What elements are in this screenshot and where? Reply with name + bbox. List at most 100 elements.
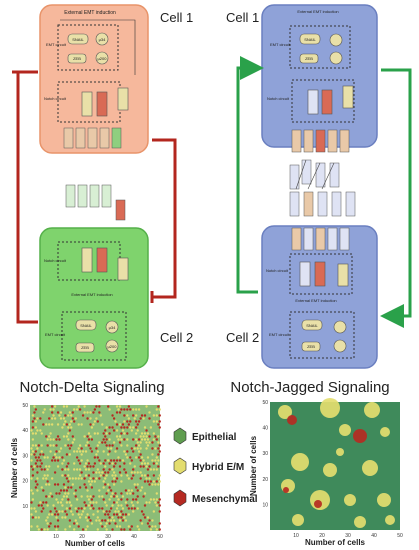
lattice-cell — [155, 468, 158, 471]
lattice-cell — [52, 414, 55, 417]
lattice-cell — [89, 477, 92, 480]
lattice-cell — [95, 453, 98, 456]
lattice-cell — [98, 405, 101, 408]
lattice-cell — [158, 426, 161, 429]
lattice-cell — [142, 435, 145, 438]
lattice-cell — [48, 423, 51, 426]
lattice-cell — [151, 483, 154, 486]
lattice-cell — [157, 459, 160, 462]
lattice-cell — [123, 450, 126, 453]
lattice-cell — [49, 510, 52, 513]
lattice-cell — [31, 438, 35, 441]
lattice-cell — [130, 525, 133, 528]
lattice-cell — [124, 501, 128, 504]
lattice-cell — [127, 405, 131, 408]
lattice-cell — [133, 417, 136, 420]
lattice-cell — [65, 465, 69, 468]
lattice-cell — [102, 438, 105, 441]
lattice-cell — [115, 507, 119, 510]
lattice-cell — [48, 525, 51, 528]
lattice-cell — [143, 462, 147, 465]
lattice-cell — [45, 477, 48, 480]
lattice-cell — [98, 459, 101, 462]
lattice-cell — [48, 465, 51, 468]
lattice-cell — [53, 483, 57, 486]
lattice-cell — [92, 471, 95, 474]
lattice-cluster — [339, 424, 351, 436]
lattice-cell — [112, 429, 116, 432]
lattice-cell — [118, 423, 122, 426]
lattice-cell — [64, 510, 67, 513]
lattice-cell — [134, 420, 138, 423]
lattice-cell — [139, 459, 142, 462]
lattice-cell — [155, 414, 158, 417]
lattice-cell — [92, 477, 95, 480]
lattice-cell — [132, 408, 135, 411]
lattice-cell — [107, 483, 110, 486]
lattice-cell — [81, 510, 85, 513]
lattice-cell — [118, 525, 122, 528]
lattice-cell — [158, 498, 161, 501]
lattice-cell — [46, 504, 49, 507]
lattice-cell — [137, 456, 141, 459]
lattice-cell — [31, 498, 35, 501]
lattice-cell — [83, 483, 86, 486]
lattice-cell — [39, 417, 42, 420]
lattice-cell — [40, 468, 43, 471]
lattice-cell — [40, 450, 43, 453]
lattice-cell — [68, 477, 72, 480]
lattice-cell — [139, 435, 142, 438]
lattice-cell — [68, 453, 72, 456]
lattice-cell — [146, 462, 150, 465]
lattice-cell — [148, 435, 151, 438]
lattice-cell — [154, 501, 157, 504]
lattice-cell — [109, 459, 113, 462]
lattice-cell — [33, 453, 36, 456]
lattice-cell — [140, 510, 144, 513]
lattice-cell — [31, 426, 35, 429]
tick-label: 50 — [157, 534, 163, 540]
tick-label: 40 — [131, 534, 137, 540]
lattice-cell — [115, 525, 119, 528]
lattice-cell — [145, 465, 148, 468]
lattice-cell — [115, 429, 119, 432]
lattice-cell — [90, 480, 94, 483]
lattice-cell — [46, 468, 49, 471]
lattice-cell — [107, 519, 110, 522]
right-x-label: Number of cells — [305, 538, 366, 547]
lattice-cell — [121, 459, 125, 462]
lattice-cell — [127, 525, 131, 528]
lattice-cell — [148, 483, 151, 486]
mu200-node: μ200 — [98, 56, 108, 61]
lattice-cell — [80, 471, 83, 474]
lattice-cluster — [336, 448, 344, 456]
lattice-cell — [84, 528, 88, 531]
lattice-cell — [34, 486, 38, 489]
lattice-cell — [61, 456, 64, 459]
lattice-cell — [37, 516, 40, 519]
legend-label-mesenchymal: Mesenchymal — [192, 494, 258, 505]
lattice-cell — [77, 405, 80, 408]
lattice-cell — [108, 444, 111, 447]
lattice-cell — [132, 414, 135, 417]
lattice-cell — [109, 507, 113, 510]
lattice-cell — [87, 438, 91, 441]
lattice-cell — [78, 450, 82, 453]
lattice-cell — [50, 477, 54, 480]
lattice-cell — [109, 447, 113, 450]
lattice-cell — [37, 528, 40, 531]
lattice-cell — [149, 480, 153, 483]
notch-circuit-label-r2: Notch circuit — [266, 268, 289, 273]
lattice-cell — [52, 456, 55, 459]
lattice-cell — [53, 507, 57, 510]
lattice-cell — [143, 414, 147, 417]
lattice-cell — [105, 522, 108, 525]
lattice-cell — [108, 522, 111, 525]
lattice-cell — [157, 477, 160, 480]
lattice-cell — [158, 414, 161, 417]
lattice-cell — [118, 471, 122, 474]
lattice-cell — [67, 480, 70, 483]
lattice-cell — [75, 450, 79, 453]
tick-label: 30 — [262, 451, 268, 457]
lattice-cell — [59, 501, 63, 504]
